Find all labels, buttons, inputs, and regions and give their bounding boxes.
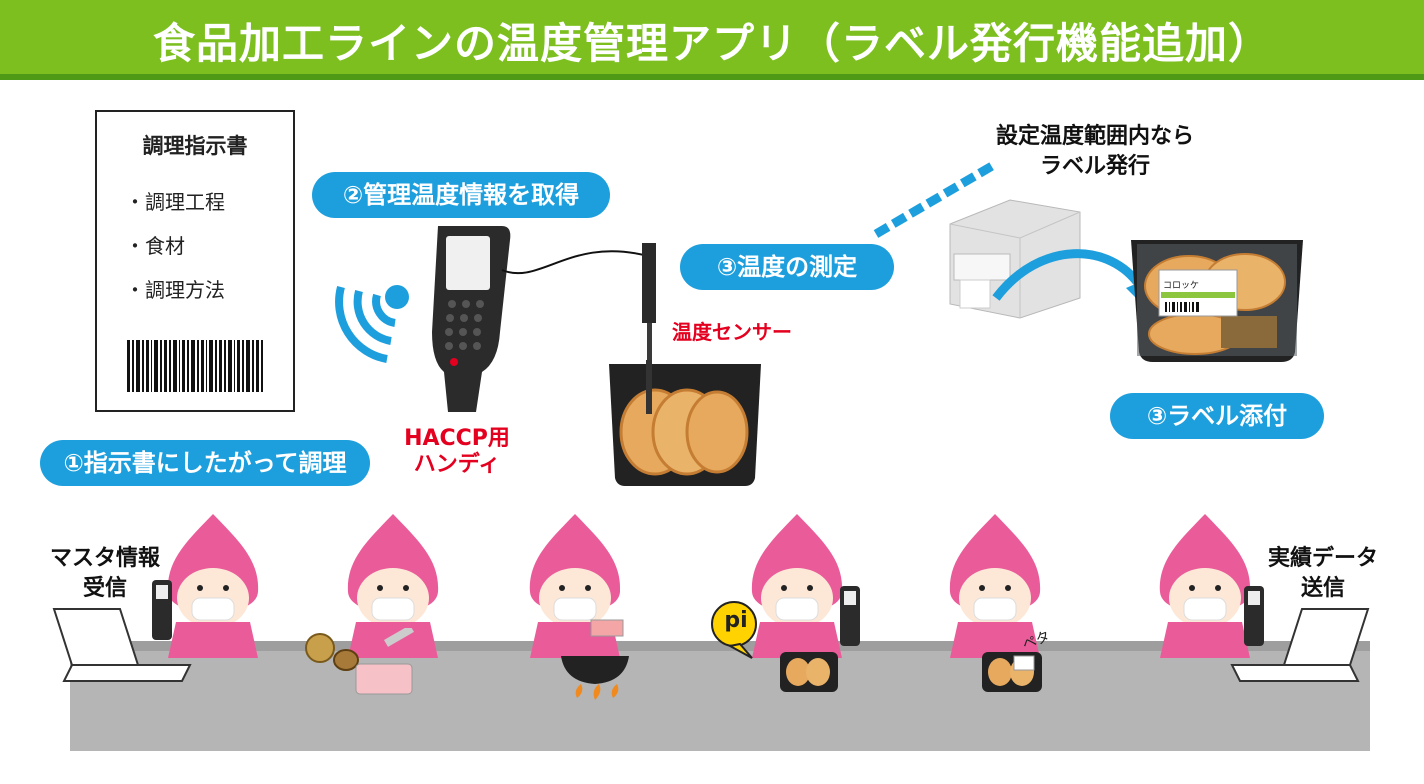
instruction-document: 調理指示書 ・調理工程 ・食材 ・調理方法 (95, 110, 295, 412)
master-info-line2: 受信 (82, 576, 127, 601)
laptop-left-icon (52, 608, 192, 682)
tray-small-labeled-icon (982, 652, 1042, 692)
worker-2-character (347, 514, 439, 658)
work-counter (70, 641, 1370, 751)
header-bar (0, 0, 1424, 80)
document-title: 調理指示書 (142, 134, 248, 158)
step3-measure-pill: ③温度の測定 (680, 244, 894, 290)
step1-pill: ①指示書にしたがって調理 (40, 440, 370, 486)
printer-note-line1: 設定温度範囲内なら (995, 124, 1194, 149)
result-data-line1: 実績データ (1267, 546, 1378, 571)
document-item-ingredients: ・食材 (125, 234, 185, 258)
labeled-pack-icon (1131, 240, 1303, 362)
result-data-line2: 送信 (1300, 576, 1345, 601)
page-title: 食品加工ラインの温度管理アプリ（ラベル発行機能追加） (152, 19, 1271, 68)
pack-label-text: コロッケ (1163, 281, 1200, 291)
printer-note-line2: ラベル発行 (1039, 154, 1150, 179)
label-printer-icon (949, 199, 1081, 319)
beep-text: pi (724, 608, 748, 633)
handy-label-line2: ハンディ (413, 452, 501, 477)
tray-small-measure-icon (780, 652, 838, 692)
handy-small-middle-icon (840, 586, 860, 646)
sensor-label: 温度センサー (672, 320, 792, 344)
dashed-connector (873, 162, 995, 238)
barcode-icon (127, 340, 263, 392)
sensor-cable (501, 250, 649, 275)
step2-pill: ②管理温度情報を取得 (312, 172, 610, 218)
document-item-process: ・調理工程 (125, 190, 225, 214)
handy-label-line1: HACCP用 (404, 426, 510, 451)
croquette-tray-icon (609, 364, 761, 486)
worker-1-character (167, 514, 259, 658)
work-counter-edge (70, 641, 1370, 651)
wireless-signal-icon (335, 285, 409, 363)
document-item-method: ・調理方法 (125, 278, 225, 302)
step3-label-pill: ③ラベル添付 (1110, 393, 1324, 439)
handy-terminal-icon (432, 226, 511, 412)
ingredients-icon (305, 628, 414, 695)
worker-4-character (751, 514, 843, 658)
master-info-line1: マスタ情報 (49, 546, 160, 571)
handy-small-right-icon (1244, 586, 1264, 646)
handy-small-left-icon (152, 580, 172, 640)
probe-insert (646, 360, 652, 414)
pot-fire-icon (561, 619, 629, 700)
laptop-right-icon (1230, 608, 1370, 682)
worker-5-character (949, 514, 1041, 658)
worker-6-character (1159, 514, 1251, 658)
beep-bubble-icon (711, 601, 757, 659)
